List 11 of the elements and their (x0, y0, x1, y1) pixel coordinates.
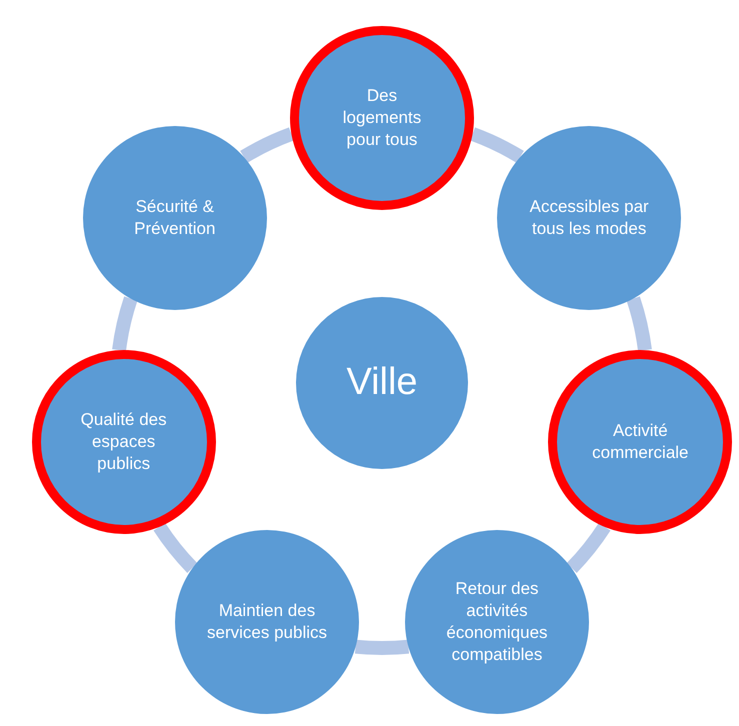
node-label: Retour des activités économiques compatibles (445, 578, 549, 666)
node-label: Des logements pour tous (342, 84, 422, 152)
node-label: Activité commerciale (591, 420, 690, 464)
node-label: Qualité des espaces publics (80, 408, 168, 475)
ring-connector (355, 640, 409, 655)
node-label: Ville (346, 360, 418, 406)
node-label: Sécurité & Prévention (133, 196, 216, 240)
ring-connector (626, 296, 652, 352)
node-label: Maintien des services publics (207, 600, 328, 644)
node-label: Accessibles par tous les modes (529, 196, 650, 240)
ring-connector (112, 296, 138, 352)
